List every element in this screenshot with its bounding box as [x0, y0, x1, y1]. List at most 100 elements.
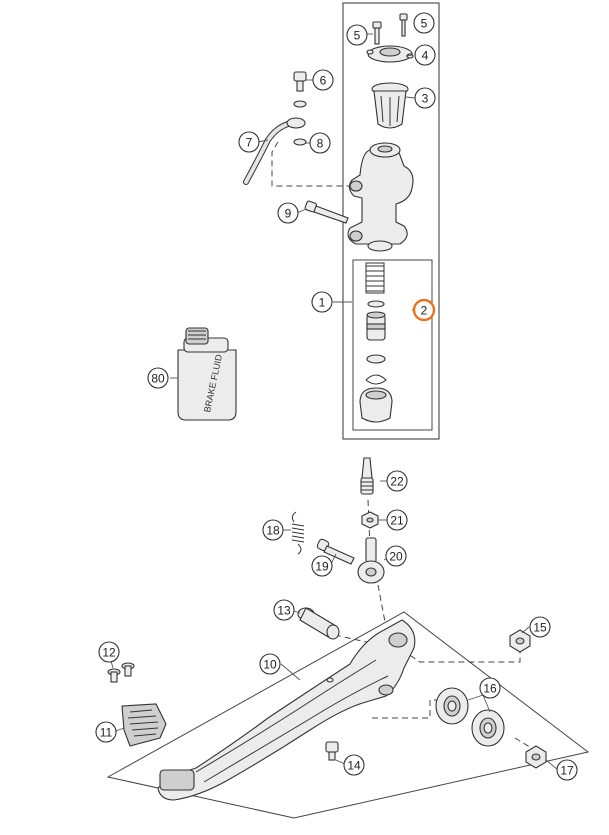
- circlip-part: [365, 374, 387, 385]
- cap-part-4: [366, 45, 414, 63]
- callout-number: 10: [263, 658, 277, 672]
- callout-number: 17: [560, 764, 574, 778]
- callout-15: 15: [529, 616, 551, 638]
- banjo-bolt-part-6: [293, 71, 307, 108]
- callout-12: 12: [98, 641, 120, 663]
- callout-circle: [343, 754, 365, 776]
- brake-pedal-part-10: [157, 619, 416, 801]
- callout-13: 13: [273, 599, 295, 621]
- callout-circle: [386, 470, 408, 492]
- callout-circle: [529, 616, 551, 638]
- boot-part: [359, 387, 393, 423]
- callout-number: 1: [319, 296, 326, 310]
- callout-number: 11: [100, 726, 113, 740]
- callout-17: 17: [556, 759, 578, 781]
- callout-number: 6: [320, 74, 327, 88]
- callout-circle: [311, 555, 333, 577]
- callout-number: 22: [390, 475, 404, 489]
- callout-circle: [147, 367, 169, 389]
- callout-19: 19: [311, 555, 333, 577]
- screws-part-12: [107, 662, 135, 683]
- callout-8: 8: [309, 132, 331, 154]
- washer-kit: [366, 354, 386, 364]
- callout-circle: [346, 24, 368, 46]
- callout-5: 5: [413, 12, 435, 34]
- callout-number: 7: [246, 136, 253, 150]
- bleeder-part-22: [360, 457, 374, 495]
- callout-5: 5: [346, 24, 368, 46]
- callout-7: 7: [238, 131, 260, 153]
- callout-14: 14: [343, 754, 365, 776]
- callout-circle: [312, 69, 334, 91]
- callout-number: 2: [421, 304, 428, 318]
- callout-number: 13: [277, 604, 291, 618]
- bearing-part-16b: [471, 709, 505, 747]
- callout-circle: [238, 131, 260, 153]
- spring-part: [365, 262, 385, 294]
- callout-number: 15: [533, 621, 547, 635]
- pedal-assembly-outline: [106, 611, 590, 819]
- callout-2: 2: [412, 298, 436, 322]
- callout-number: 18: [266, 524, 280, 538]
- callout-circle: [479, 677, 501, 699]
- callout-number: 14: [347, 759, 361, 773]
- callout-number: 5: [421, 17, 428, 31]
- callout-3: 3: [414, 87, 436, 109]
- callout-circle: [311, 291, 333, 313]
- callout-10: 10: [259, 653, 281, 675]
- piston-part: [366, 311, 386, 341]
- callout-1: 1: [311, 291, 333, 313]
- callout-number: 16: [483, 682, 497, 696]
- callout-number: 8: [317, 137, 324, 151]
- callout-6: 6: [312, 69, 334, 91]
- washer-part-8: [293, 138, 307, 146]
- callout-circle: [412, 298, 436, 322]
- repair-kit-box: [352, 259, 433, 431]
- step-plate-part-11: [121, 703, 167, 747]
- callout-circle: [385, 545, 407, 567]
- bolt-part-9: [304, 200, 349, 224]
- callout-number: 80: [151, 372, 165, 386]
- callout-18: 18: [262, 519, 284, 541]
- callout-circle: [259, 653, 281, 675]
- diaphragm-part-3: [371, 82, 409, 129]
- callout-number: 4: [422, 49, 429, 63]
- callout-number: 5: [354, 29, 361, 43]
- screw-part-5a: [372, 21, 382, 45]
- nut-part-21: [361, 511, 379, 529]
- callout-circle: [386, 509, 408, 531]
- callout-circle: [98, 641, 120, 663]
- callout-22: 22: [386, 470, 408, 492]
- callout-circle: [262, 519, 284, 541]
- callout-circle: [556, 759, 578, 781]
- callout-4: 4: [414, 44, 436, 66]
- callout-circle: [414, 87, 436, 109]
- nut-part-17: [525, 745, 547, 769]
- bolt-part-14: [325, 741, 339, 761]
- callout-16: 16: [479, 677, 501, 699]
- callout-80: 80: [147, 367, 169, 389]
- callout-circle: [95, 721, 117, 743]
- nut-part-15: [509, 629, 531, 653]
- master-cylinder-body: [347, 142, 414, 252]
- pivot-sleeve-part-13: [297, 607, 340, 640]
- brake-fluid-can-part-80: BRAKE FLUID: [177, 327, 237, 421]
- callout-circle: [309, 132, 331, 154]
- bearing-part-16a: [435, 687, 469, 725]
- callout-number: 9: [285, 207, 292, 221]
- callout-number: 19: [315, 560, 329, 574]
- callout-21: 21: [386, 509, 408, 531]
- callout-20: 20: [385, 545, 407, 567]
- return-spring-part-18: [291, 511, 305, 555]
- screw-part-5b: [399, 13, 408, 37]
- callout-number: 12: [102, 646, 116, 660]
- callout-circle: [414, 44, 436, 66]
- callout-circle: [277, 202, 299, 224]
- pin-part-19: [316, 538, 355, 565]
- callout-number: 21: [390, 514, 404, 528]
- callout-number: 3: [422, 92, 429, 106]
- callout-circle: [273, 599, 295, 621]
